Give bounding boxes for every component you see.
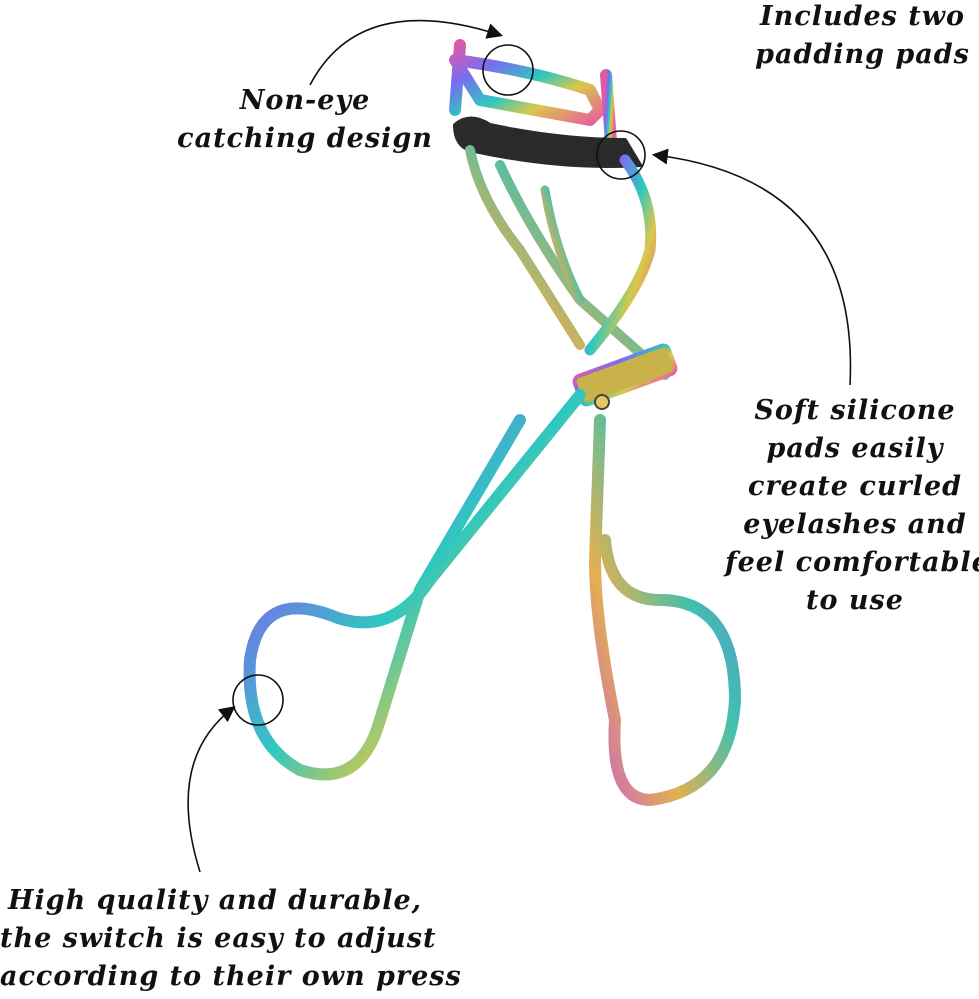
- highlight-circle-top: [482, 44, 534, 96]
- arrow-quality: [187, 706, 236, 873]
- callout-line: Soft silicone: [754, 395, 956, 426]
- callout-line: the switch is easy to adjust: [0, 923, 437, 954]
- callout-line: feel comfortable: [725, 547, 979, 578]
- arrow-silicone: [651, 148, 852, 386]
- callout-line: High quality and durable,: [7, 885, 423, 916]
- highlight-circle-pad: [596, 130, 646, 180]
- callout-line: catching design: [177, 123, 433, 154]
- callout-line: Includes two: [760, 1, 965, 32]
- callout-soft-silicone: Soft silicone pads easily create curled …: [725, 392, 979, 620]
- callout-marks: [187, 19, 852, 873]
- arrow-design: [309, 19, 504, 86]
- curler-body: [243, 39, 741, 806]
- callout-line: to use: [806, 585, 904, 616]
- callout-non-eye-catching: Non-eye catching design: [170, 82, 440, 158]
- callout-line: according to their own press: [0, 961, 462, 992]
- callout-line: pads easily: [766, 433, 944, 464]
- callout-line: create curled: [748, 471, 962, 502]
- callout-padding-pads: Includes two padding pads: [735, 0, 979, 74]
- callout-line: padding pads: [755, 39, 970, 70]
- highlight-circle-handle: [232, 674, 284, 726]
- callout-line: eyelashes and: [743, 509, 967, 540]
- callout-high-quality: High quality and durable, the switch is …: [0, 882, 462, 996]
- callout-line: Non-eye: [239, 85, 371, 116]
